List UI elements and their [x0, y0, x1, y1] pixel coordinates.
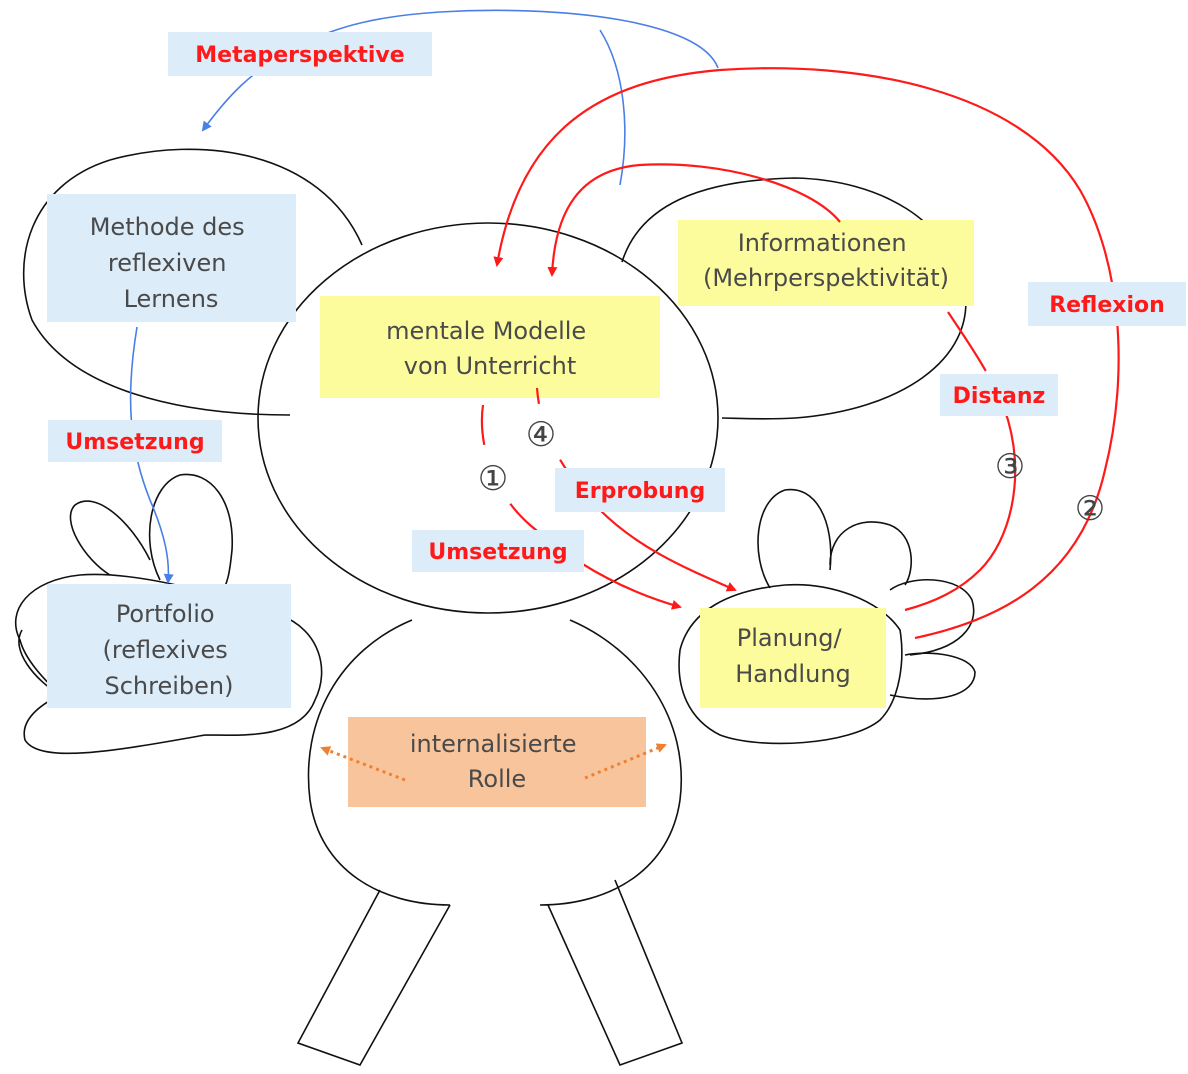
- svg-text:Informationen (Mehrpersp: Informationen (Mehrperspektivität): [703, 229, 949, 292]
- node-planung: Planung/ Handlung: [700, 608, 886, 708]
- informationen-line-1: Informationen: [738, 229, 907, 257]
- erprobung-text: Erprobung: [575, 479, 705, 504]
- reflexion-text: Reflexion: [1049, 293, 1165, 318]
- metaperspektive-text: Metaperspektive: [195, 43, 404, 68]
- right-leg-outline: [547, 879, 684, 1067]
- reflexion-arrow: [493, 67, 1120, 640]
- figure-outline: [14, 148, 976, 1067]
- distanz-text: Distanz: [953, 384, 1046, 409]
- node-methode: Methode des reflexiven Lernens: [47, 194, 296, 322]
- mentale-line-2: von Unterricht: [404, 352, 576, 380]
- label-umsetzung-center: Umsetzung: [412, 530, 584, 572]
- svg-text:mentale Modelle von Unte: mentale Modelle von Unterricht: [386, 317, 594, 380]
- umsetzung-center-text: Umsetzung: [428, 540, 567, 565]
- rolle-left-arrow: [320, 746, 406, 782]
- step-three: ③: [995, 447, 1025, 487]
- methode-line-1: Methode des: [90, 213, 245, 241]
- node-portfolio: Portfolio (reflexives Schreiben): [47, 584, 291, 708]
- label-umsetzung-left: Umsetzung: [48, 420, 222, 462]
- left-finger-mid: [69, 500, 151, 576]
- right-finger-2: [829, 521, 912, 586]
- svg-text:internalisierte Rolle: internalisierte Rolle: [410, 730, 584, 793]
- body-outline-right: [539, 619, 682, 906]
- node-informationen: Informationen (Mehrperspektivität): [678, 220, 974, 306]
- portfolio-box: [47, 584, 291, 708]
- mentale-box: [320, 296, 660, 398]
- informationen-box: [678, 220, 974, 306]
- right-finger-4: [889, 652, 976, 700]
- right-finger-1: [757, 488, 832, 589]
- node-mentale: mentale Modelle von Unterricht: [320, 296, 660, 398]
- umsetzung-center-arrow: [480, 404, 682, 610]
- left-finger-top: [148, 473, 233, 596]
- methode-box: [47, 194, 296, 322]
- umsetzung-left-arrow: [129, 326, 174, 584]
- step-four: ④: [526, 415, 556, 455]
- rolle-box: [348, 717, 646, 807]
- left-leg-outline: [296, 889, 451, 1066]
- label-distanz: Distanz: [940, 374, 1058, 416]
- portfolio-line-1: Portfolio: [116, 600, 215, 628]
- mentale-line-1: mentale Modelle: [386, 317, 586, 345]
- svg-text:Methode des reflexiven: Methode des reflexiven Lernens: [90, 213, 253, 313]
- rolle-line-2: Rolle: [468, 765, 526, 793]
- information-arrow: [547, 163, 841, 277]
- head-outline: [257, 222, 719, 614]
- planung-line-1: Planung/: [737, 624, 843, 652]
- portfolio-line-2: (reflexives: [103, 636, 228, 664]
- label-erprobung: Erprobung: [555, 468, 725, 512]
- methode-line-3: Lernens: [124, 285, 219, 313]
- umsetzung-left-text: Umsetzung: [65, 430, 204, 455]
- rolle-line-1: internalisierte: [410, 730, 577, 758]
- planung-line-2: Handlung: [735, 660, 851, 688]
- portfolio-line-3: Schreiben): [105, 672, 234, 700]
- rolle-right-arrow: [584, 743, 667, 780]
- svg-text:Planung/ Handlung: Planung/ Handlung: [735, 624, 851, 688]
- right-hand-outline: [678, 583, 903, 745]
- planung-box: [700, 608, 886, 708]
- metaperspektive-arrow: [201, 9, 719, 132]
- step-two: ②: [1075, 489, 1105, 529]
- metaperspektive-branch: [599, 29, 626, 186]
- distanz-arrow: [904, 311, 1017, 612]
- methode-line-2: reflexiven: [108, 249, 227, 277]
- right-finger-3: [889, 578, 975, 656]
- label-reflexion: Reflexion: [1028, 282, 1186, 326]
- label-metaperspektive: Metaperspektive: [168, 32, 432, 76]
- left-ear-outline: [22, 148, 363, 416]
- step-one: ①: [478, 459, 508, 499]
- body-outline: [307, 619, 451, 906]
- informationen-line-2: (Mehrperspektivität): [703, 264, 949, 292]
- svg-text:Portfolio (reflexives: Portfolio (reflexives Schreiben): [103, 600, 236, 700]
- node-rolle: internalisierte Rolle: [348, 717, 646, 807]
